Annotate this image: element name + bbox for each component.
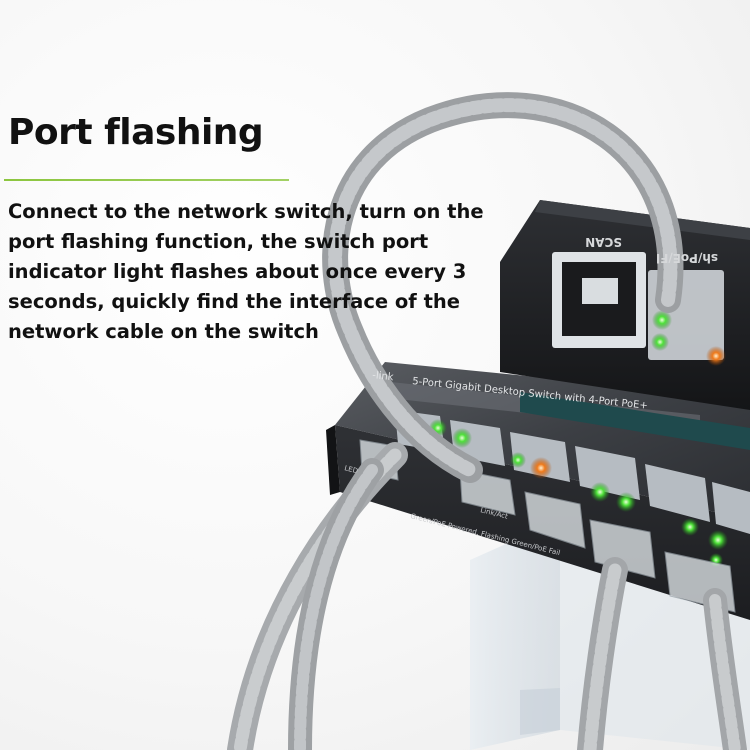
feature-description: Connect to the network switch, turn on t… [8,200,484,343]
switch-legend-led: LED [344,464,359,475]
tester-mode-label: sh/PoE/Fl [656,251,718,265]
ethernet-cables [227,92,747,750]
switch-brand-label: -link [372,370,395,383]
tester-scan-label: SCAN [585,235,622,249]
accent-divider [4,179,289,181]
cable-tester [500,200,750,450]
headline: Port flashing [8,112,264,153]
